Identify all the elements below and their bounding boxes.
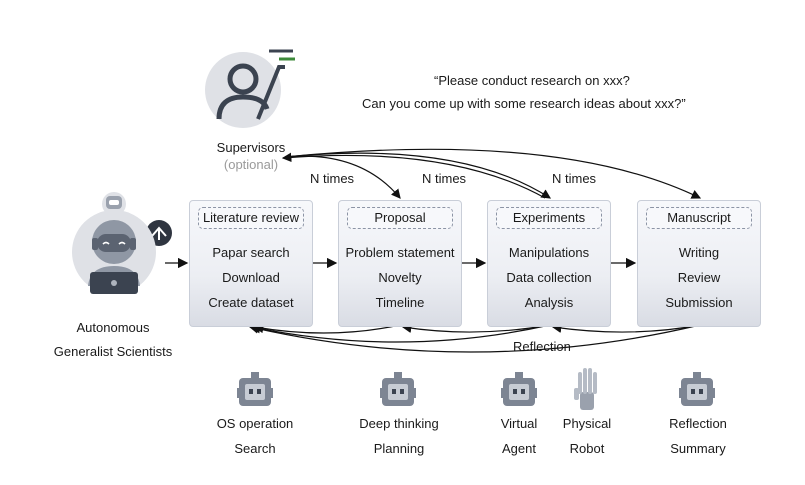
- stage-item: Manipulations: [508, 245, 590, 260]
- stage-item: Novelty: [378, 270, 422, 285]
- reflection-arrow: [551, 323, 701, 333]
- quote-line-1: “Please conduct research on xxx?: [434, 73, 630, 88]
- tool-label: Reflection: [669, 416, 727, 431]
- scientist-label-line-2: Generalist Scientists: [53, 344, 173, 359]
- stage-literature-review: Literature review Papar search Download …: [189, 200, 313, 327]
- loop-label: N times: [310, 171, 355, 186]
- stage-item: Data collection: [506, 270, 592, 285]
- reflection-arrow: [401, 323, 551, 334]
- stage-manuscript: Manuscript Writing Review Submission: [637, 200, 761, 327]
- robot-hand-icon: [574, 368, 597, 410]
- tool-label: Physical: [562, 416, 612, 431]
- stage-item: Writing: [678, 245, 720, 260]
- supervisor-loop-arrow: [284, 152, 552, 199]
- stage-title: Manuscript: [646, 207, 752, 229]
- tool-label: Deep thinking: [359, 416, 439, 431]
- robot-head-icon: [237, 372, 273, 406]
- reflection-arrow: [253, 323, 401, 334]
- tool-label: Summary: [670, 441, 726, 456]
- stage-item: Papar search: [212, 245, 290, 260]
- stage-title: Experiments: [496, 207, 602, 229]
- robot-head-icon: [679, 372, 715, 406]
- stage-title: Proposal: [347, 207, 453, 229]
- tool-label: Agent: [502, 441, 536, 456]
- quote-line-2: Can you come up with some research ideas…: [362, 96, 686, 111]
- stage-item: Create dataset: [208, 295, 294, 310]
- scientist-label-line-1: Autonomous: [76, 320, 150, 335]
- supervisor-icon: [203, 47, 303, 137]
- reflection-arrow: [248, 324, 701, 353]
- loop-label: N times: [422, 171, 467, 186]
- tool-label: Virtual: [500, 416, 538, 431]
- robot-head-icon: [380, 372, 416, 406]
- stage-item: Submission: [665, 295, 733, 310]
- supervisor-optional-label: (optional): [223, 157, 279, 172]
- supervisor-loop-arrow: [284, 148, 702, 199]
- stage-proposal: Proposal Problem statement Novelty Timel…: [338, 200, 462, 327]
- stage-item: Problem statement: [345, 245, 455, 260]
- reflection-label: Reflection: [513, 339, 571, 354]
- reflection-arrow: [250, 324, 551, 343]
- tool-label: OS operation: [216, 416, 294, 431]
- stage-item: Review: [677, 270, 721, 285]
- stage-experiments: Experiments Manipulations Data collectio…: [487, 200, 611, 327]
- tool-label: Robot: [569, 441, 605, 456]
- tool-label: Planning: [373, 441, 425, 456]
- stage-item: Download: [222, 270, 280, 285]
- scientist-robot-icon: [70, 190, 180, 305]
- stage-item: Analysis: [524, 295, 574, 310]
- stage-item: Timeline: [375, 295, 425, 310]
- robot-head-icon: [501, 372, 537, 406]
- supervisor-label: Supervisors: [216, 140, 286, 155]
- supervisor-return-arrow: [281, 152, 546, 199]
- loop-label: N times: [552, 171, 597, 186]
- stage-title: Literature review: [198, 207, 304, 229]
- tool-label: Search: [234, 441, 276, 456]
